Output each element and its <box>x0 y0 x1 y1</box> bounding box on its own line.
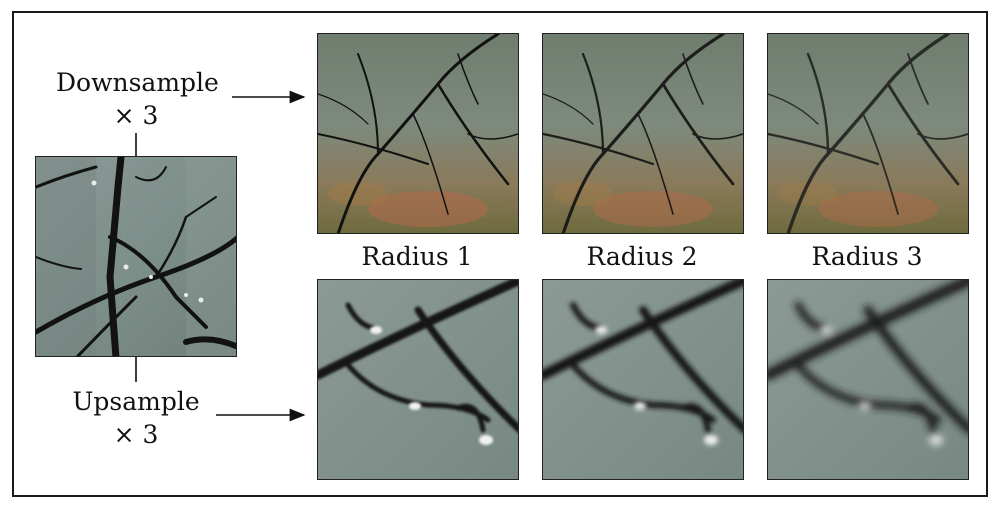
radius-label-1: Radius 1 <box>361 242 473 271</box>
upsampled-image-radius-3 <box>767 279 969 480</box>
radius-label-2: Radius 2 <box>586 242 698 271</box>
downsample-factor-label: × 3 <box>113 101 159 130</box>
figure-frame <box>12 11 988 497</box>
source-image <box>35 156 237 357</box>
downsampled-image-radius-1 <box>317 33 519 234</box>
downsampled-image-radius-2 <box>542 33 744 234</box>
downsampled-image-radius-3 <box>767 33 969 234</box>
upsample-label: Upsample <box>72 387 200 416</box>
upsampled-image-radius-1 <box>317 279 519 480</box>
downsample-label: Downsample <box>56 68 219 97</box>
radius-label-3: Radius 3 <box>811 242 923 271</box>
upsample-factor-label: × 3 <box>113 420 159 449</box>
upsampled-image-radius-2 <box>542 279 744 480</box>
